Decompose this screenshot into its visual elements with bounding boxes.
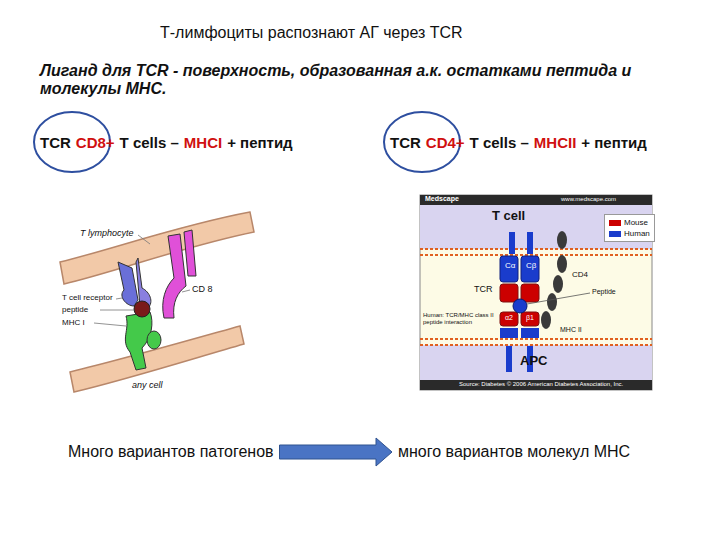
label: CD4+ <box>426 134 465 151</box>
label: APC <box>520 354 547 369</box>
label: Medscape <box>424 195 460 203</box>
label: TCR <box>390 134 421 151</box>
t-cell-membrane <box>60 212 254 284</box>
cd8 <box>163 234 186 318</box>
label: MHC II <box>560 326 582 334</box>
label: Cβ <box>525 261 537 270</box>
legend-text: Mouse <box>624 217 648 228</box>
legend-row: Mouse <box>609 217 650 228</box>
legend-swatch <box>609 231 621 237</box>
label: + пептид <box>581 134 646 151</box>
label: T cell <box>492 209 525 224</box>
label: CD 8 <box>192 284 213 294</box>
legend-text: Human <box>624 228 650 239</box>
label: Source: Diabetes © 2006 American Diabete… <box>458 381 624 388</box>
label: T lymphocyte <box>80 228 134 238</box>
legend-row: Human <box>609 228 650 239</box>
slide-title: Т-лимфоциты распознают АГ через TCR <box>160 24 463 42</box>
label: α2 <box>504 314 514 322</box>
cell-membrane <box>70 326 244 392</box>
block-arrow <box>280 438 393 466</box>
label: peptide <box>62 305 88 314</box>
label: TCR <box>40 134 71 151</box>
legend: MouseHuman <box>604 214 655 242</box>
node-text: Много вариантов патогенов <box>68 443 274 460</box>
label: β1 <box>525 314 535 322</box>
label: Peptide <box>592 288 616 296</box>
label: TCR <box>474 284 493 294</box>
label: MHC I <box>62 318 85 327</box>
label: + пептид <box>227 134 292 151</box>
label: T cell receptor <box>62 293 113 302</box>
label: CD4 <box>572 270 588 279</box>
label: www.medscape.com <box>560 196 617 203</box>
legend-swatch <box>609 220 621 226</box>
label: T cells – <box>120 134 179 151</box>
label: any cell <box>132 380 163 390</box>
heading-row: TCR CD8+ T cells – MHCI + пептид <box>40 134 298 151</box>
node-text: много вариантов молекул МНС <box>398 443 630 460</box>
medscape-figure <box>420 195 652 390</box>
label: T cells – <box>470 134 529 151</box>
label: Cα <box>504 261 516 270</box>
tcr-chain <box>136 258 151 308</box>
heading-row: TCR CD4+ T cells – MHCII+ пептид <box>390 134 652 151</box>
label: MHCI <box>184 134 222 151</box>
text-node: Много вариантов патогенов <box>64 441 278 463</box>
text-node: много вариантов молекул МНС <box>394 441 634 463</box>
peptide <box>134 301 150 317</box>
tcr-chain <box>118 262 138 306</box>
label: CD8+ <box>76 134 115 151</box>
label: Human: TCR/MHC class II peptide interact… <box>423 312 495 326</box>
label: MHCII <box>534 134 577 151</box>
label: Лиганд для TCR - поверхность, образованн… <box>40 62 690 99</box>
